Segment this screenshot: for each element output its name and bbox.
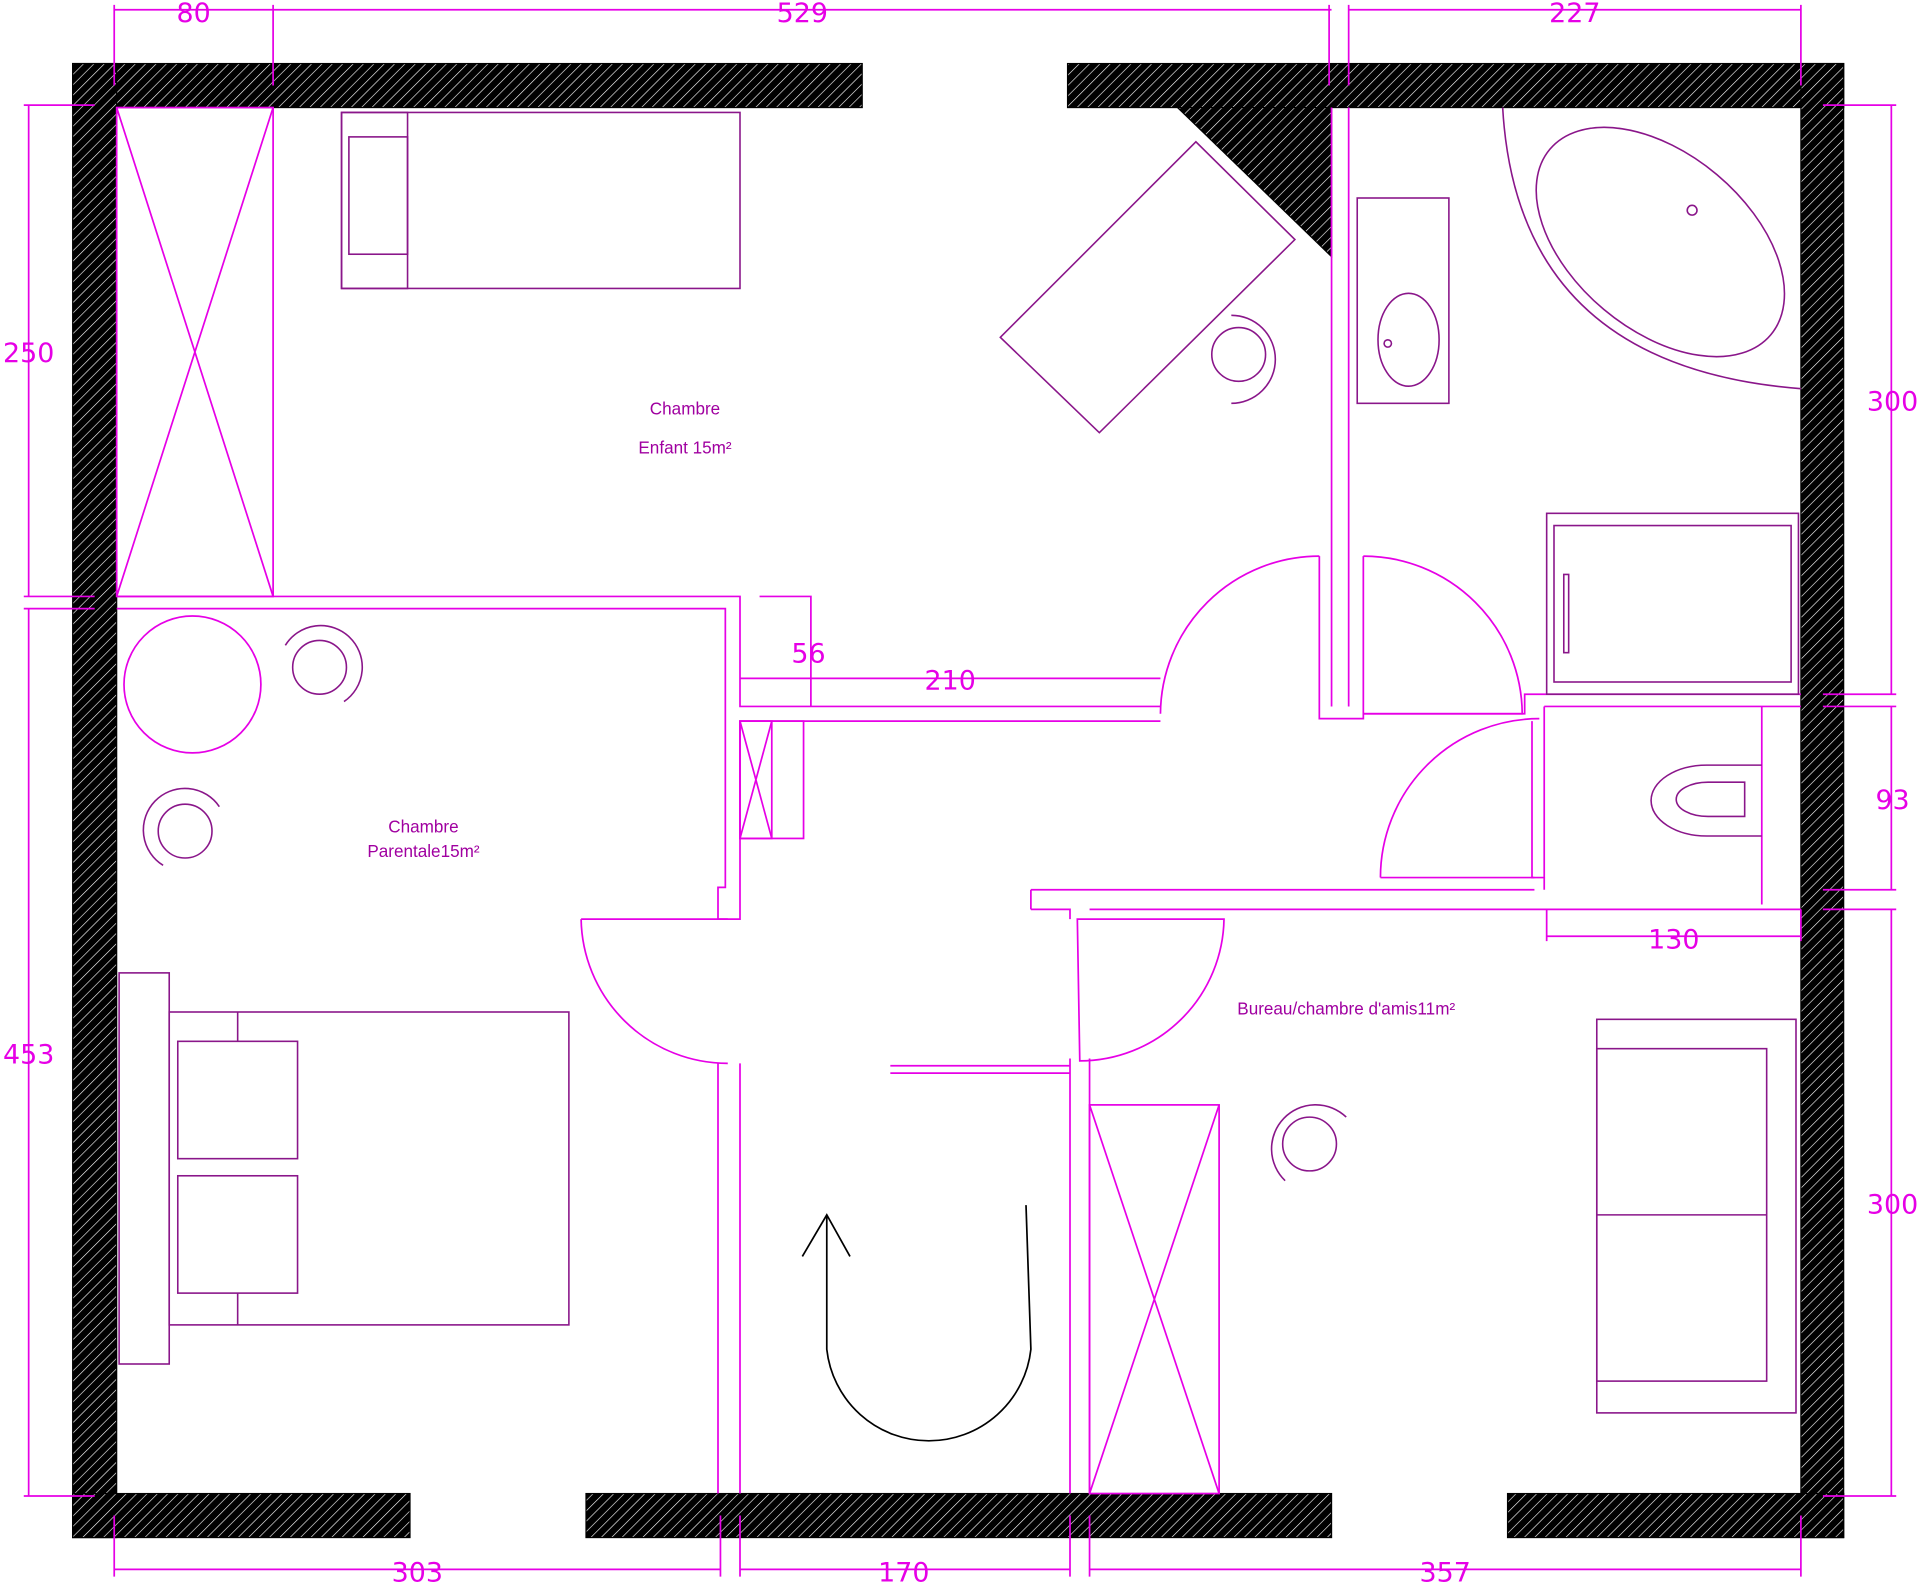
dim-wc-width: 130 xyxy=(1648,924,1699,955)
dim-hall-depth: 56 xyxy=(791,638,825,669)
room-parent-label-1: Chambre xyxy=(388,817,458,836)
room-child-label-2: Enfant 15m² xyxy=(638,438,732,457)
exterior-walls xyxy=(72,62,1845,1539)
dim-bottom-left: 303 xyxy=(392,1558,443,1584)
room-labels: Chambre Enfant 15m² Chambre Parentale15m… xyxy=(367,399,1455,1018)
dim-right-lower: 300 xyxy=(1867,1190,1918,1221)
dim-bottom-middle: 170 xyxy=(878,1558,929,1584)
room-office-label: Bureau/chambre d'amis11m² xyxy=(1237,999,1455,1018)
dim-bottom-right: 357 xyxy=(1420,1558,1471,1584)
furniture xyxy=(118,107,1801,1414)
dim-right-middle: 93 xyxy=(1875,785,1909,816)
wardrobes xyxy=(115,106,1220,1495)
dim-left-lower: 453 xyxy=(3,1039,54,1070)
stairs-arrow-icon xyxy=(801,1205,1032,1442)
dim-top-middle: 529 xyxy=(777,0,828,29)
dim-top-right: 227 xyxy=(1549,0,1600,29)
dim-left-upper: 250 xyxy=(3,338,54,369)
dimension-labels: 80 529 227 250 453 300 93 300 56 210 130… xyxy=(3,0,1918,1584)
dimension-lines xyxy=(23,4,1897,1577)
dim-top-left: 80 xyxy=(177,0,211,29)
doors xyxy=(580,555,1540,1065)
interior-walls xyxy=(116,107,1801,1494)
room-child-label-1: Chambre xyxy=(650,399,720,418)
dim-right-upper: 300 xyxy=(1867,387,1918,418)
dim-hall-width: 210 xyxy=(925,665,976,696)
room-parent-label-2: Parentale15m² xyxy=(367,842,480,861)
